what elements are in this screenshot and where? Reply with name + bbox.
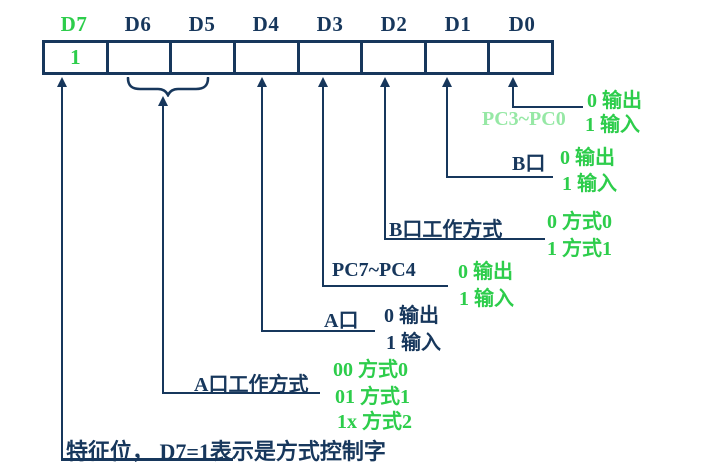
feature-bit-label: 特征位， D7=1表示是方式控制字 [66, 439, 386, 464]
pc30-label: PC3~PC0 [482, 108, 566, 130]
porta-mode2-value: 1x 方式2 [337, 411, 412, 433]
portb-label: B口 [512, 153, 546, 175]
arrow-up-icon [318, 77, 328, 87]
connector-d1-vertical [446, 85, 448, 178]
bit-label-d3: D3 [316, 12, 344, 36]
connector-d7-vertical [61, 85, 63, 460]
connector-d0-horizontal [512, 106, 583, 108]
arrow-up-icon [57, 77, 67, 87]
bit-label-d0: D0 [508, 12, 536, 36]
register-cell-d5 [172, 43, 236, 72]
porta-mode0-value: 00 方式0 [333, 359, 408, 381]
connector-d2-horizontal [384, 238, 545, 240]
connector-d3-vertical [322, 85, 324, 287]
connector-d0-vertical [512, 85, 514, 108]
pc30-in-value: 1 输入 [585, 114, 640, 136]
register-cell-d7: 1 [45, 43, 109, 72]
bit-label-d5: D5 [188, 12, 216, 36]
porta-out-value: 0 输出 [384, 305, 439, 327]
arrow-up-icon [380, 77, 390, 87]
bit-label-d4: D4 [252, 12, 280, 36]
pc74-out-value: 0 输出 [458, 261, 513, 283]
arrow-up-icon [508, 77, 518, 87]
pc74-in-value: 1 输入 [459, 288, 514, 310]
arrow-up-icon [442, 77, 452, 87]
arrow-up-icon [257, 77, 267, 87]
bit-label-d2: D2 [380, 12, 408, 36]
porta-mode1-value: 01 方式1 [335, 386, 410, 408]
portb-mode-label: B口工作方式 [389, 219, 503, 241]
register-cell-d2 [363, 43, 427, 72]
portb-mode0-value: 0 方式0 [547, 211, 612, 233]
register-cell-d3 [300, 43, 364, 72]
pc74-label: PC7~PC4 [332, 259, 416, 281]
connector-d65-horizontal [162, 392, 320, 394]
bit-label-d6: D6 [124, 12, 152, 36]
porta-in-value: 1 输入 [386, 332, 441, 354]
register-cell-d6 [109, 43, 173, 72]
connector-d4-horizontal [261, 330, 375, 332]
register-cell-d1 [427, 43, 491, 72]
porta-label: A口 [324, 310, 359, 332]
connector-d65-vertical [162, 104, 164, 394]
register-cell-d4 [236, 43, 300, 72]
register-box: 1 [42, 40, 554, 75]
register-cell-d0 [490, 43, 551, 72]
connector-d3-horizontal [322, 285, 448, 287]
underbrace-icon [126, 77, 210, 97]
pc30-out-value: 0 输出 [587, 90, 642, 112]
portb-in-value: 1 输入 [562, 173, 617, 195]
portb-mode1-value: 1 方式1 [547, 238, 612, 260]
bit-label-d1: D1 [444, 12, 472, 36]
connector-d2-vertical [384, 85, 386, 240]
arrow-up-icon [158, 96, 168, 106]
connector-d4-vertical [261, 85, 263, 332]
porta-mode-label: A口工作方式 [194, 374, 309, 396]
connector-d7-underline [61, 458, 233, 461]
bit-label-d7: D7 [60, 12, 88, 36]
connector-d1-horizontal [446, 176, 553, 178]
portb-out-value: 0 输出 [560, 147, 615, 169]
